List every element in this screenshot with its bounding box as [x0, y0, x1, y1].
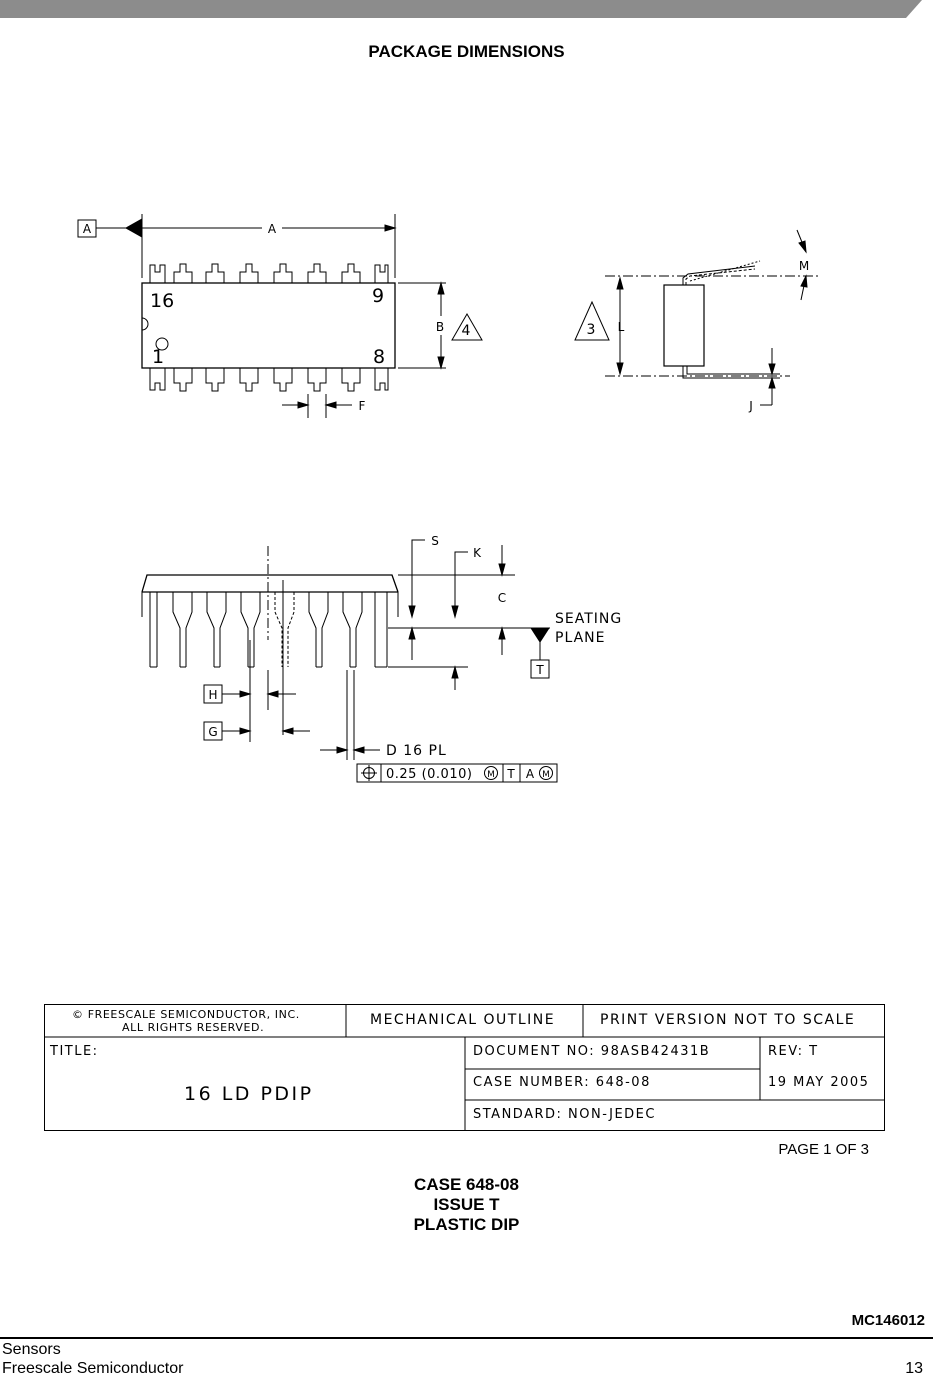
- title-label: TITLE:: [50, 1044, 99, 1059]
- feature-control-frame: 0.25 (0.010) M T A M: [356, 763, 558, 783]
- package-drawing: A A 16 9 1 8: [77, 214, 820, 783]
- dim-s-label: S: [431, 534, 439, 548]
- dim-f-label: F: [359, 399, 366, 413]
- pin1-dot: [155, 337, 169, 351]
- page-of: PAGE 1 OF 3: [778, 1141, 869, 1158]
- note-3-triangle: [574, 300, 610, 341]
- caption-issue: ISSUE T: [433, 1195, 500, 1214]
- note-3-label: 3: [587, 322, 596, 338]
- seating-plane-line1: SEATING: [555, 611, 622, 627]
- case-number: CASE NUMBER: 648-08: [473, 1075, 651, 1090]
- dim-h-label: H: [208, 688, 217, 702]
- dim-g-label: G: [208, 725, 217, 739]
- dim-l-label: L: [618, 320, 625, 334]
- seating-plane-triangle: [530, 627, 550, 643]
- dim-d-label: D 16 PL: [386, 743, 447, 759]
- title-value: 16 LD PDIP: [184, 1083, 314, 1105]
- end-view: 3 L M J: [574, 229, 820, 413]
- dim-j-label: J: [748, 399, 753, 413]
- fcf-datum-t: T: [506, 767, 515, 781]
- package-body: [141, 282, 396, 369]
- end-body: [663, 284, 705, 367]
- pin-16-label: 16: [150, 290, 174, 312]
- dim-a-label: A: [268, 222, 277, 236]
- footer-company: Freescale Semiconductor: [2, 1360, 184, 1377]
- datum-t-label: T: [535, 663, 544, 677]
- fcf-tolerance: 0.25 (0.010): [386, 767, 472, 782]
- dim-b-label: B: [436, 320, 444, 334]
- side-leads: [149, 592, 388, 668]
- footer-rule: [0, 1337, 933, 1339]
- fcf-datum-a: A: [526, 767, 535, 781]
- document-number: DOCUMENT NO: 98ASB42431B: [473, 1044, 711, 1059]
- mechanical-outline: MECHANICAL OUTLINE: [370, 1012, 556, 1028]
- footer-page-number: 13: [905, 1360, 923, 1377]
- pin-9-label: 9: [372, 285, 384, 307]
- top-pins: [149, 263, 389, 283]
- header-bar: [0, 0, 922, 18]
- page-title: PACKAGE DIMENSIONS: [368, 42, 565, 61]
- print-version: PRINT VERSION NOT TO SCALE: [600, 1012, 856, 1028]
- note-4-triangle: [451, 312, 483, 341]
- dim-c-label: C: [498, 591, 506, 605]
- top-view: A A 16 9 1 8: [77, 214, 483, 418]
- datum-a-triangle: [124, 218, 143, 238]
- fcf-modifier-1: M: [487, 770, 495, 780]
- seating-plane-line2: PLANE: [555, 630, 605, 646]
- datum-t-box: [530, 659, 550, 679]
- title-block: © FREESCALE SEMICONDUCTOR, INC. ALL RIGH…: [44, 1004, 885, 1131]
- caption-case: CASE 648-08: [414, 1175, 519, 1194]
- part-number: MC146012: [851, 1312, 925, 1329]
- footer-category: Sensors: [2, 1341, 61, 1358]
- pin-1-label: 1: [152, 346, 164, 368]
- standard: STANDARD: NON-JEDEC: [473, 1107, 656, 1122]
- dim-k-label: K: [473, 546, 482, 560]
- date: 19 MAY 2005: [768, 1075, 870, 1090]
- dim-m-label: M: [799, 259, 809, 273]
- revision: REV: T: [768, 1044, 819, 1059]
- pin-8-label: 8: [373, 346, 385, 368]
- fcf-modifier-2: M: [542, 770, 550, 780]
- caption-package: PLASTIC DIP: [413, 1215, 520, 1234]
- copyright-line1: © FREESCALE SEMICONDUCTOR, INC.: [72, 1008, 300, 1021]
- bottom-pins: [149, 368, 389, 392]
- copyright-line2: ALL RIGHTS RESERVED.: [122, 1021, 265, 1034]
- pin1-notch: [141, 317, 149, 331]
- datum-a-label: A: [83, 222, 92, 236]
- note-4-label: 4: [462, 323, 471, 339]
- side-view: S K C T SEATING PLANE H G: [141, 534, 622, 783]
